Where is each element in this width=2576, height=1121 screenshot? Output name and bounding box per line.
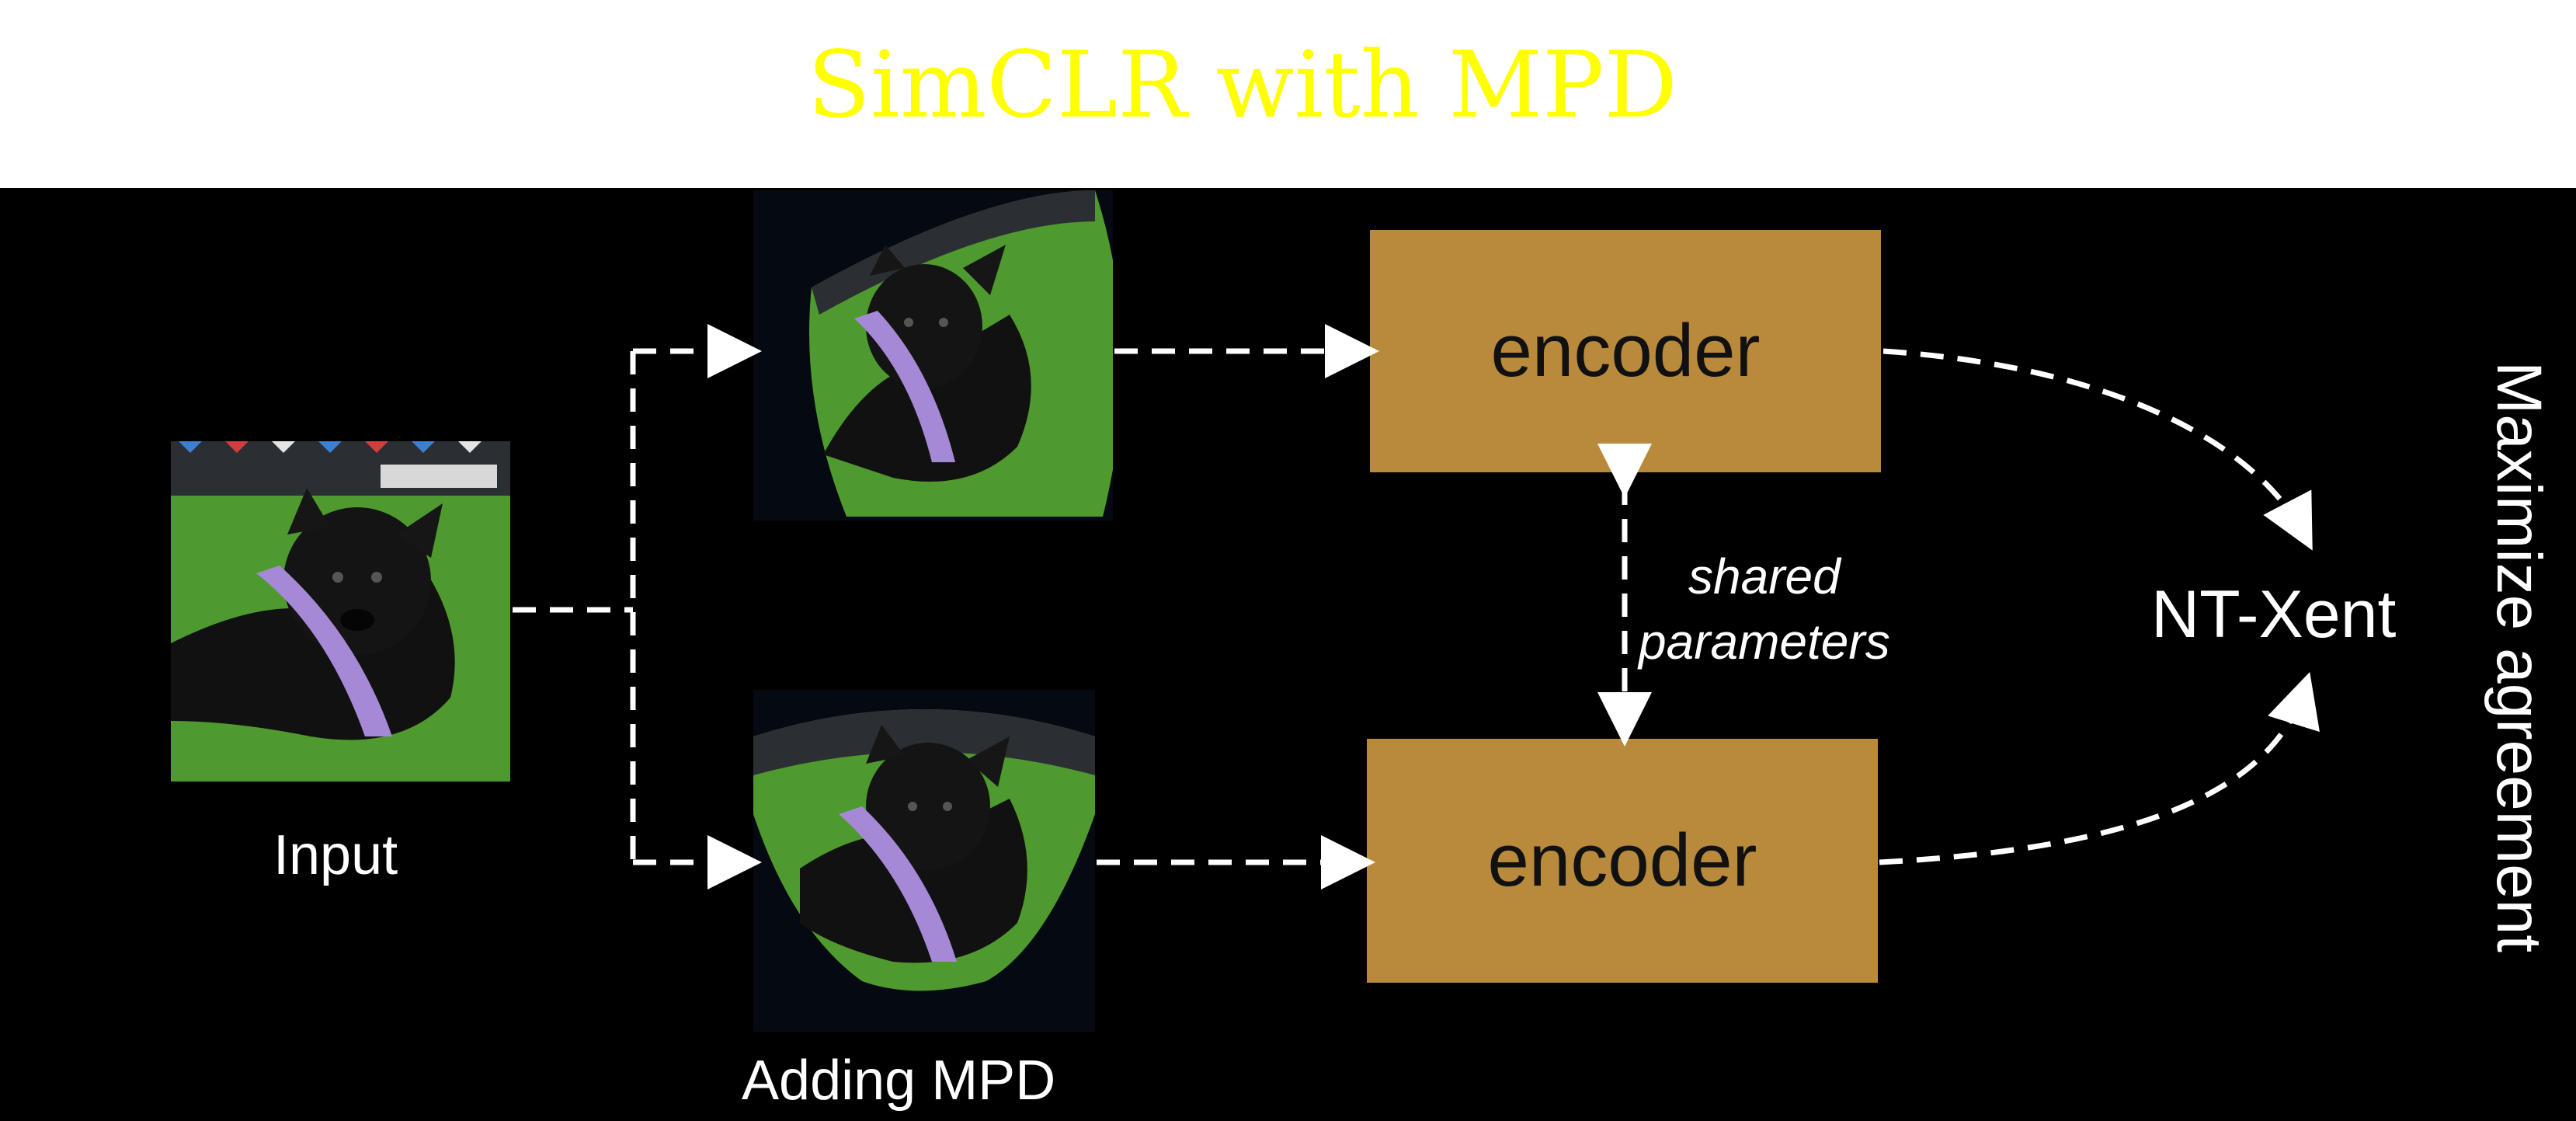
dog-photo-input: [171, 441, 510, 782]
encoder-top-to-loss-arrow: [1882, 348, 2313, 551]
figure-title: SimCLR with MPD: [808, 31, 1677, 138]
title-band: SimCLR with MPD: [0, 0, 2576, 188]
augmented-image-top: [753, 190, 1113, 520]
encoder-bottom-to-loss-arrow: [1879, 671, 2320, 865]
dog-photo-distorted-bottom: [753, 709, 1095, 991]
dog-photo-distorted-top: [809, 190, 1113, 517]
encoder-bottom-label: encoder: [1487, 819, 1757, 902]
augmented-image-bottom: [753, 690, 1095, 1032]
encoder-bottom: encoder: [1367, 739, 1878, 983]
input-image: [171, 441, 510, 782]
loss-label: NT-Xent: [2151, 577, 2397, 652]
encoder-top-label: encoder: [1490, 309, 1761, 392]
shared-line-2: parameters: [1639, 614, 1890, 670]
encoder-top: encoder: [1370, 230, 1881, 472]
augment-label: Adding MPD: [742, 1050, 1056, 1112]
input-label: Input: [273, 824, 398, 886]
shared-label: shared parameters: [1639, 544, 1890, 674]
shared-line-1: shared: [1688, 548, 1841, 604]
